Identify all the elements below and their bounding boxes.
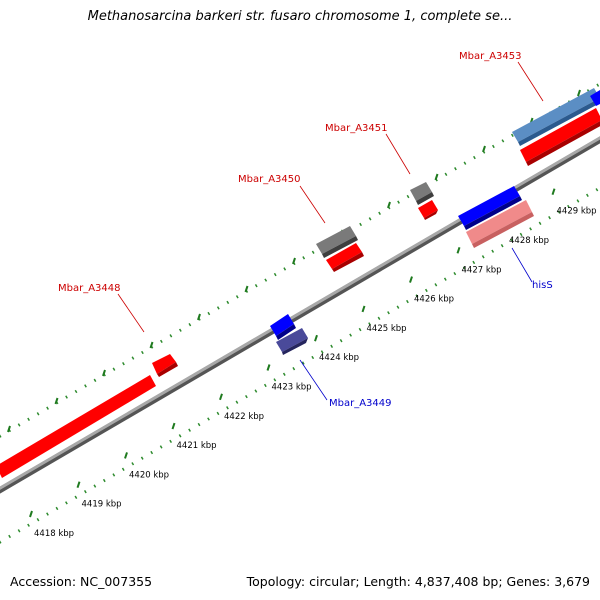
inner-major-tick bbox=[361, 305, 366, 313]
scale-label: 4420 kbp bbox=[129, 470, 169, 480]
label-Mbar_A3453[interactable]: Mbar_A3453 bbox=[459, 51, 522, 62]
outer-major-tick bbox=[577, 89, 581, 97]
inner-major-tick bbox=[124, 452, 128, 459]
feature-Mbar_A3448-small[interactable] bbox=[152, 354, 178, 377]
feature-Mbar_A3448-large[interactable] bbox=[0, 375, 156, 478]
inner-major-tick bbox=[551, 188, 556, 196]
scale-label: 4427 kbp bbox=[462, 265, 502, 275]
leader-Mbar_A3449 bbox=[299, 359, 328, 401]
inner-major-tick bbox=[409, 276, 413, 283]
outer-major-tick bbox=[149, 341, 154, 349]
label-hisS[interactable]: hisS bbox=[532, 280, 553, 291]
inner-major-tick bbox=[219, 393, 223, 401]
feature-Mbar_A3453-steel[interactable] bbox=[512, 88, 600, 146]
inner-major-tick bbox=[456, 246, 461, 254]
genome-summary-text: Topology: circular; Length: 4,837,408 bp… bbox=[246, 574, 590, 589]
feature-hisS-blue[interactable] bbox=[458, 186, 522, 230]
outer-major-tick bbox=[434, 173, 439, 181]
inner-major-tick bbox=[76, 481, 81, 489]
accession-text: Accession: NC_007355 bbox=[10, 574, 153, 589]
scale-label: 4421 kbp bbox=[177, 441, 217, 451]
leader-Mbar_A3453 bbox=[517, 61, 544, 102]
feature-Mbar_A3453-blue-edge[interactable] bbox=[590, 90, 600, 106]
label-Mbar_A3448[interactable]: Mbar_A3448 bbox=[58, 283, 121, 294]
outer-major-tick bbox=[482, 145, 486, 153]
feature-Mbar_A3453-red[interactable] bbox=[520, 108, 600, 166]
outer-major-tick bbox=[387, 201, 391, 209]
leader-Mbar_A3450 bbox=[299, 185, 326, 224]
scale-label: 4423 kbp bbox=[272, 383, 312, 393]
scale-label: 4418 kbp bbox=[34, 529, 74, 539]
inner-major-tick bbox=[266, 364, 271, 371]
label-Mbar_A3450[interactable]: Mbar_A3450 bbox=[238, 174, 301, 185]
feature-Mbar_A3450-red[interactable] bbox=[326, 243, 364, 272]
feature-Mbar_A3449-blue[interactable] bbox=[270, 314, 296, 340]
outer-major-tick bbox=[102, 369, 106, 377]
scale-label: 4429 kbp bbox=[557, 207, 597, 217]
inner-major-tick bbox=[314, 334, 318, 342]
leader-hisS bbox=[511, 247, 533, 283]
feature-hisS-pink[interactable] bbox=[466, 200, 534, 248]
scale-label: 4425 kbp bbox=[367, 324, 407, 334]
scale-label: 4428 kbp bbox=[509, 236, 549, 246]
outer-major-ticks bbox=[7, 89, 581, 433]
outer-major-tick bbox=[244, 285, 249, 293]
feature-Mbar_A3450-gray[interactable] bbox=[316, 226, 358, 258]
inner-major-tick bbox=[171, 422, 176, 430]
leader-Mbar_A3448 bbox=[117, 293, 145, 333]
scale-label: 4422 kbp bbox=[224, 412, 264, 422]
inner-major-tick bbox=[29, 510, 33, 518]
feature-Mbar_A3451-red[interactable] bbox=[418, 200, 438, 220]
scale-label: 4424 kbp bbox=[319, 353, 359, 363]
scale-label: 4426 kbp bbox=[414, 295, 454, 305]
leader-Mbar_A3451 bbox=[385, 133, 411, 175]
map-title: Methanosarcina barkeri str. fusaro chrom… bbox=[87, 9, 513, 24]
label-Mbar_A3449[interactable]: Mbar_A3449 bbox=[329, 398, 392, 409]
scale-label: 4419 kbp bbox=[82, 500, 122, 510]
outer-major-tick bbox=[197, 313, 201, 321]
inner-major-ticks bbox=[29, 188, 556, 518]
feature-Mbar_A3449-navy[interactable] bbox=[276, 328, 308, 355]
label-Mbar_A3451[interactable]: Mbar_A3451 bbox=[325, 123, 388, 134]
outer-major-tick bbox=[7, 425, 11, 433]
outer-major-tick bbox=[54, 397, 59, 405]
outer-major-tick bbox=[292, 257, 296, 265]
feature-Mbar_A3451-gray[interactable] bbox=[410, 182, 434, 205]
